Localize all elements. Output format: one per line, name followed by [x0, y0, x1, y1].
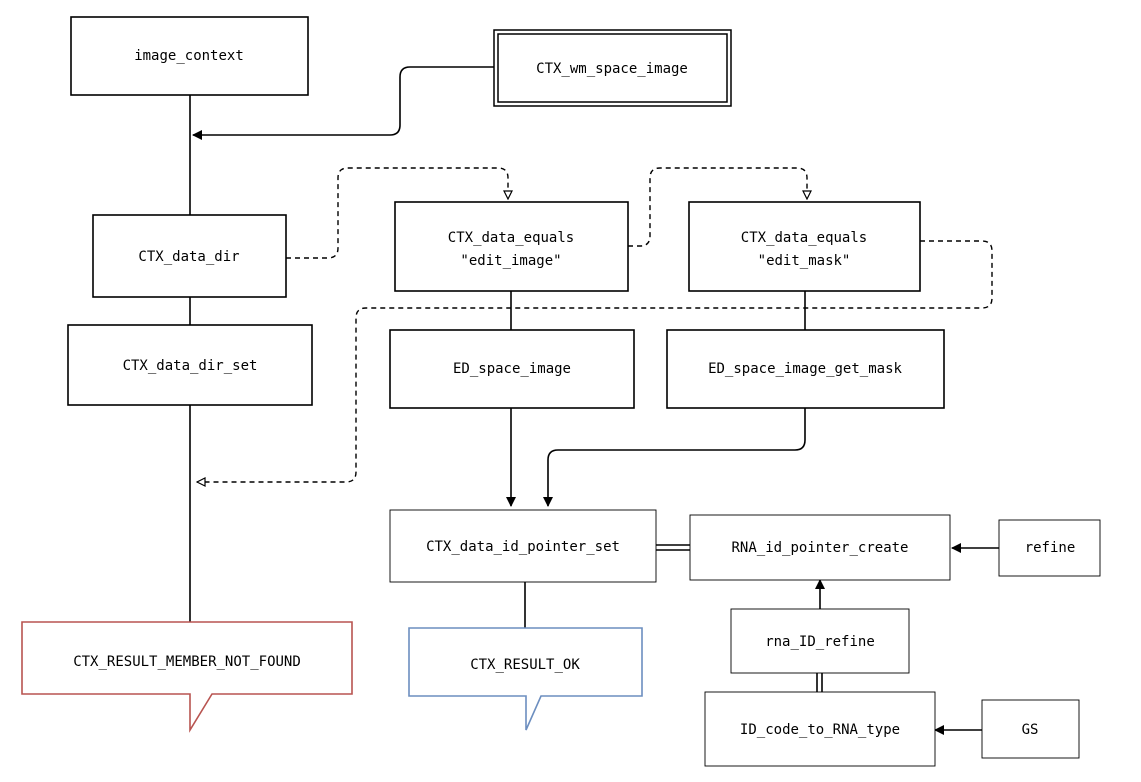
node-ctx-data-id-pointer-set-label: CTX_data_id_pointer_set [426, 539, 620, 555]
node-ctx-data-dir-set: CTX_data_dir_set [67, 324, 313, 406]
node-ctx-data-dir: CTX_data_dir [92, 214, 287, 298]
dashed-connectors [197, 167, 993, 482]
node-refine-label: refine [1025, 540, 1076, 556]
node-ctx-data-equals-image-line1: CTX_data_equals [448, 230, 574, 246]
node-id-code-to-rna-type: ID_code_to_RNA_type [704, 691, 936, 767]
node-ed-space-image: ED_space_image [389, 329, 635, 409]
node-ed-space-image-get-mask: ED_space_image_get_mask [666, 329, 945, 409]
node-image-context: image_context [70, 16, 309, 96]
node-ctx-wm-space-image-label: CTX_wm_space_image [536, 61, 688, 77]
edge-equals-image-to-equals-mask [628, 167, 807, 247]
callout-ctx-result-member-not-found-label: CTX_RESULT_MEMBER_NOT_FOUND [73, 654, 301, 670]
node-rna-id-pointer-create-label: RNA_id_pointer_create [731, 540, 908, 556]
node-gs: GS [981, 699, 1080, 759]
node-ctx-data-equals-mask: CTX_data_equals "edit_mask" [688, 201, 921, 292]
node-ctx-data-dir-set-label: CTX_data_dir_set [123, 358, 258, 374]
edge-wm-space-image-arrow [192, 66, 494, 140]
callout-ctx-result-member-not-found: CTX_RESULT_MEMBER_NOT_FOUND [21, 621, 353, 733]
node-ctx-wm-space-image: CTX_wm_space_image [493, 29, 732, 107]
node-ctx-data-dir-label: CTX_data_dir [138, 249, 239, 265]
node-id-code-to-rna-type-label: ID_code_to_RNA_type [740, 722, 900, 738]
callout-ctx-result-ok-label: CTX_RESULT_OK [470, 657, 580, 673]
node-ctx-data-equals-mask-line1: CTX_data_equals [741, 230, 867, 246]
callout-ctx-result-ok: CTX_RESULT_OK [408, 627, 643, 731]
edge-get-mask-to-id-pointer-set [543, 408, 806, 507]
node-image-context-label: image_context [134, 48, 244, 64]
node-rna-id-refine-label: rna_ID_refine [765, 634, 875, 650]
connectors [189, 66, 999, 735]
node-refine: refine [998, 519, 1101, 577]
edge-equals-mask-to-not-found-line [197, 240, 993, 482]
node-ed-space-image-label: ED_space_image [453, 361, 571, 377]
node-rna-id-pointer-create: RNA_id_pointer_create [689, 514, 951, 581]
edge-data-dir-to-equals-image [286, 167, 508, 259]
node-ed-space-image-get-mask-label: ED_space_image_get_mask [708, 361, 902, 377]
node-ctx-data-equals-image: CTX_data_equals "edit_image" [394, 201, 629, 292]
node-ctx-data-equals-image-line2: "edit_image" [460, 253, 561, 269]
node-gs-label: GS [1022, 722, 1039, 738]
node-rna-id-refine: rna_ID_refine [730, 608, 910, 674]
node-ctx-data-id-pointer-set: CTX_data_id_pointer_set [389, 509, 657, 583]
node-ctx-data-equals-mask-line2: "edit_mask" [758, 253, 851, 269]
